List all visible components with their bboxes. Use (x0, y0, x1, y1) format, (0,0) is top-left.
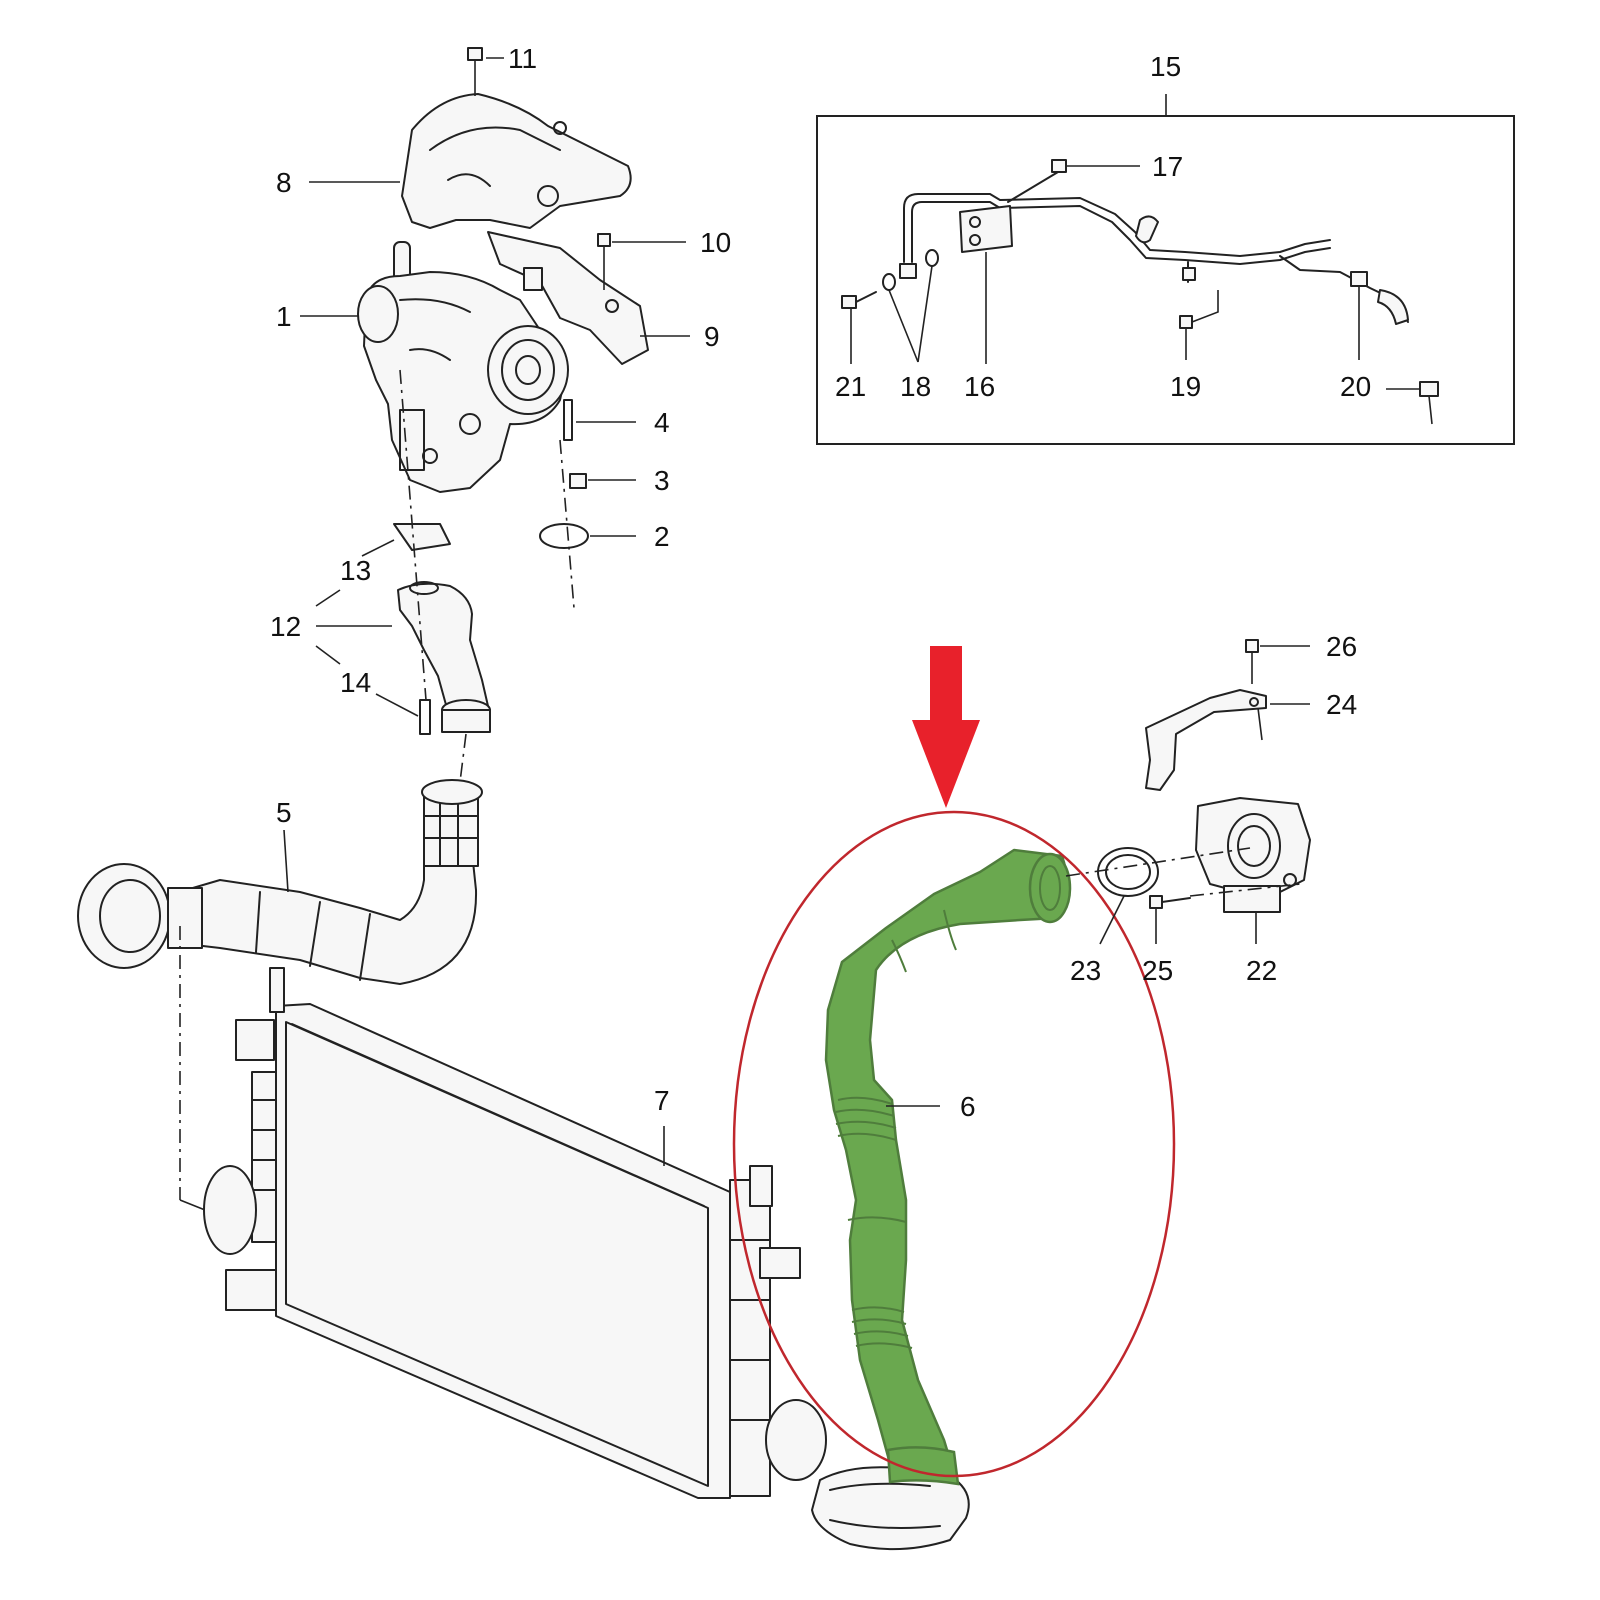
turbo-bracket (487, 231, 649, 365)
callout-25: 25 (1142, 955, 1173, 986)
turbocharger (357, 241, 569, 493)
bolt-11 (467, 47, 483, 61)
bolt-14 (419, 699, 431, 735)
callout-9: 9 (704, 321, 720, 352)
callout-13: 13 (340, 555, 371, 586)
gasket-23 (1097, 847, 1159, 897)
callout-17: 17 (1152, 151, 1183, 182)
callout-26: 26 (1326, 631, 1357, 662)
bolt-25 (1149, 895, 1191, 909)
inset-hose-assembly (816, 94, 1515, 445)
callout-23: 23 (1070, 955, 1101, 986)
callout-2: 2 (654, 521, 670, 552)
callout-16: 16 (964, 371, 995, 402)
heat-shield (401, 93, 632, 229)
highlight-ellipse (732, 810, 1176, 1478)
callout-8: 8 (276, 167, 292, 198)
lower-coupler (765, 1399, 970, 1551)
pointer-arrow-icon (912, 646, 980, 808)
callout-7: 7 (654, 1085, 670, 1116)
callout-6: 6 (960, 1091, 976, 1122)
callout-3: 3 (654, 465, 670, 496)
callout-21: 21 (835, 371, 866, 402)
callout-11: 11 (508, 43, 537, 74)
callout-10: 10 (700, 227, 731, 258)
callout-24: 24 (1326, 689, 1357, 720)
intercooler-inlet-hose (77, 779, 483, 985)
hose-6-end-cuff (1028, 852, 1072, 924)
callout-18: 18 (900, 371, 931, 402)
throttle-body (1195, 797, 1311, 913)
callout-5: 5 (276, 797, 292, 828)
nut-3 (569, 473, 587, 489)
intercooler (203, 967, 801, 1499)
callout-4: 4 (654, 407, 670, 438)
callout-19: 19 (1170, 371, 1201, 402)
charge-air-hose-highlighted (824, 848, 1072, 1486)
stud-4 (563, 399, 573, 441)
callout-15: 15 (1150, 51, 1181, 82)
turbo-outlet-pipe (393, 523, 491, 733)
callout-20: 20 (1340, 371, 1371, 402)
callout-22: 22 (1246, 955, 1277, 986)
gasket-2 (539, 523, 589, 549)
bolt-26 (1245, 639, 1259, 653)
bracket-24 (1145, 689, 1267, 791)
hose-6-body (824, 848, 1068, 1482)
bolt-10 (597, 233, 611, 247)
callout-14: 14 (340, 667, 371, 698)
callout-12: 12 (270, 611, 301, 642)
inset-tube-network (903, 193, 1331, 263)
callout-1: 1 (276, 301, 292, 332)
